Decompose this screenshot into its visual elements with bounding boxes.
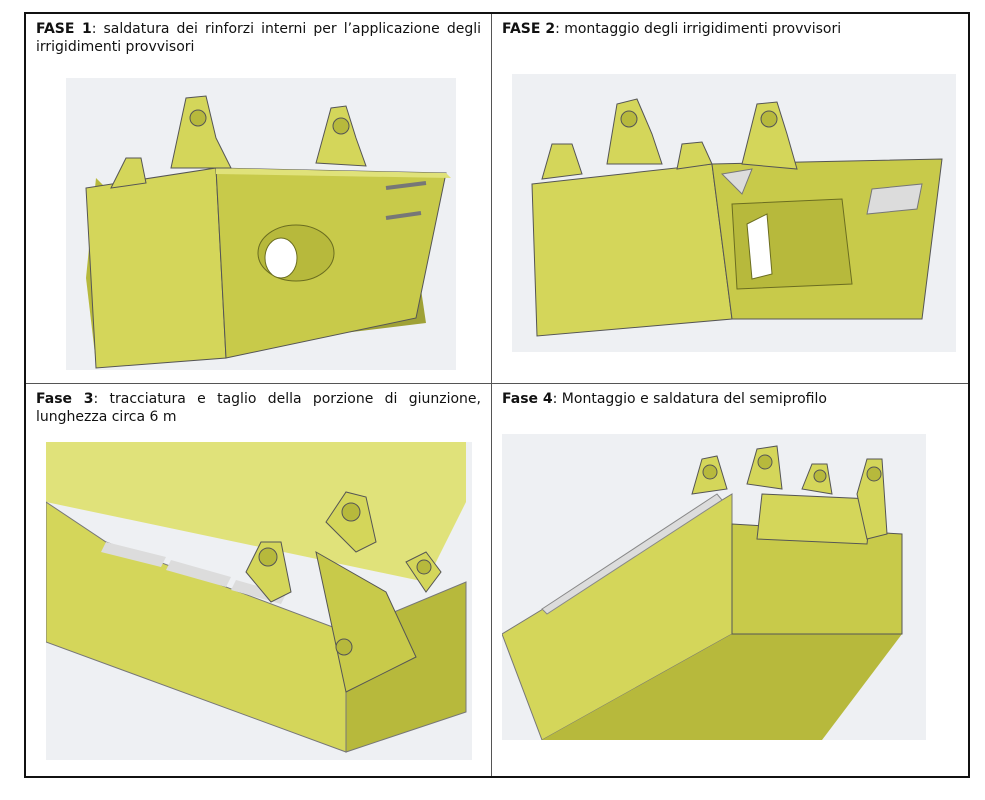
phase-description: : tracciatura e taglio della porzione di… <box>36 391 481 425</box>
panel-fase-3: Fase 3: tracciatura e taglio della porzi… <box>26 384 492 776</box>
cad-render-image <box>512 74 956 352</box>
phase-description: : montaggio degli irrigidimenti provviso… <box>555 21 842 37</box>
steel-beam-render <box>46 442 467 753</box>
steel-box-render <box>502 445 903 740</box>
panel-fase-2: FASE 2: montaggio degli irrigidimenti pr… <box>492 14 968 384</box>
panel-caption: Fase 3: tracciatura e taglio della porzi… <box>36 390 481 426</box>
panel-caption: Fase 4: Montaggio e saldatura del semipr… <box>502 390 958 408</box>
steel-box-render <box>531 98 943 337</box>
panel-caption: FASE 1: saldatura dei rinforzi interni p… <box>36 20 481 56</box>
phase-label: Fase 3 <box>36 391 94 407</box>
cad-render-image <box>502 434 926 740</box>
phase-label: FASE 1 <box>36 21 92 37</box>
cad-render-image <box>66 78 456 370</box>
figure-frame: FASE 1: saldatura dei rinforzi interni p… <box>24 12 970 778</box>
cad-render-image <box>46 442 472 760</box>
phase-description: : saldatura dei rinforzi interni per l’a… <box>36 21 481 55</box>
phase-label: Fase 4 <box>502 391 553 407</box>
panel-caption: FASE 2: montaggio degli irrigidimenti pr… <box>502 20 958 38</box>
panel-fase-4: Fase 4: Montaggio e saldatura del semipr… <box>492 384 968 776</box>
phase-description: : Montaggio e saldatura del semiprofilo <box>552 391 827 407</box>
phase-label: FASE 2 <box>502 21 556 37</box>
steel-box-render <box>85 95 451 369</box>
panel-fase-1: FASE 1: saldatura dei rinforzi interni p… <box>26 14 492 384</box>
